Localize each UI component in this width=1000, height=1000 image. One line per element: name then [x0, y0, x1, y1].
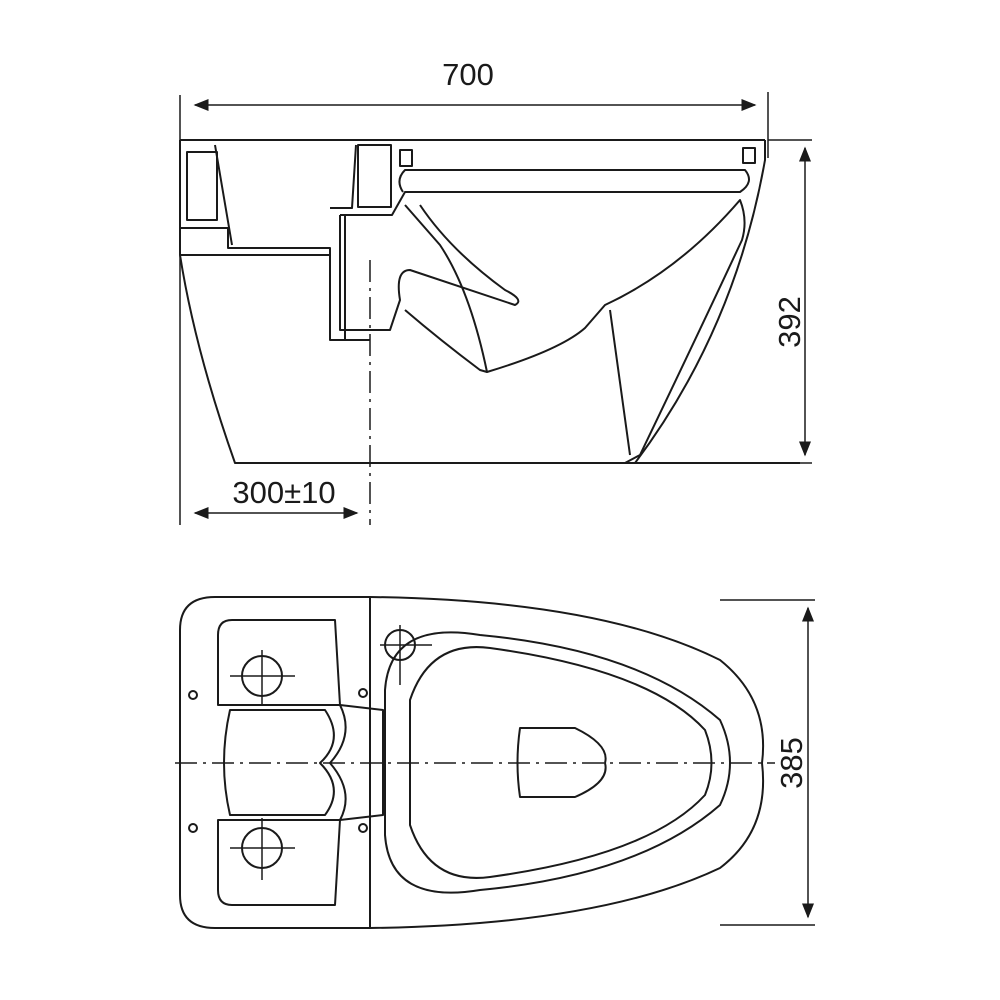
- dimension-height: 392: [768, 139, 812, 464]
- rough-in-label: 300±10: [232, 475, 335, 510]
- dimension-depth: 385: [720, 599, 815, 926]
- top-view: [175, 596, 775, 929]
- width-label: 700: [442, 57, 494, 92]
- side-view: [179, 139, 800, 464]
- dimension-width: 700: [179, 57, 769, 525]
- dimension-rough-in: 300±10: [193, 260, 371, 525]
- height-label: 392: [772, 296, 807, 348]
- depth-label: 385: [774, 737, 809, 789]
